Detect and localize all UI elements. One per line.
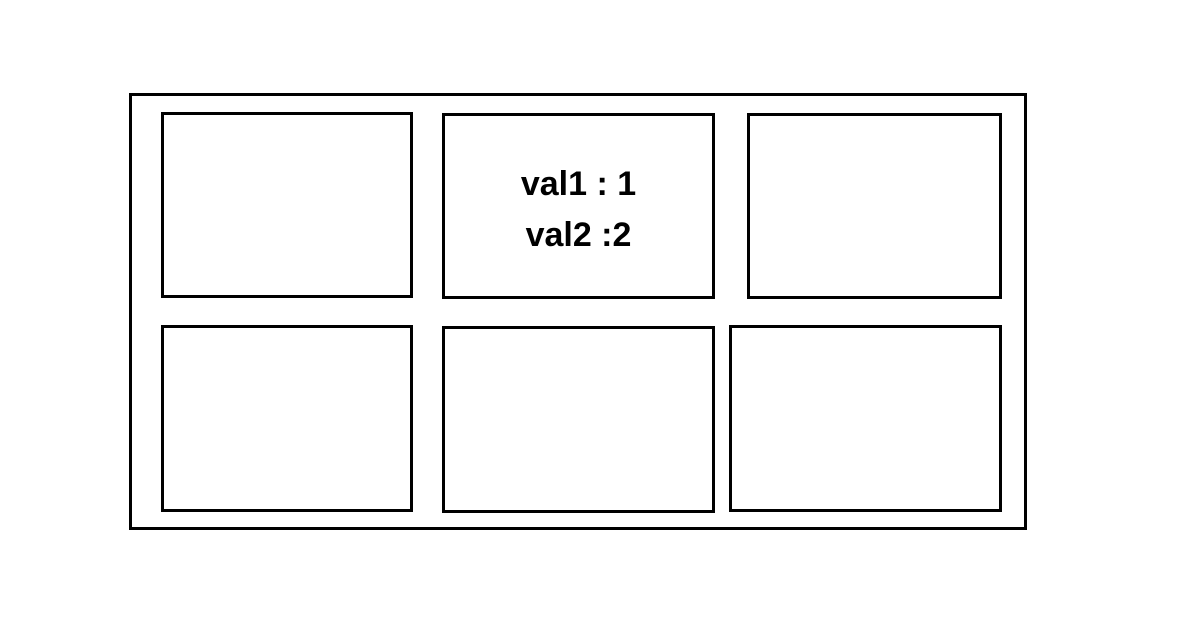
grid-cell-4 [161, 325, 413, 512]
grid-cell-1 [161, 112, 413, 298]
grid-cell-5 [442, 326, 715, 513]
grid-cell-6 [729, 325, 1002, 512]
cell-text-val2: val2 :2 [525, 216, 632, 254]
grid-cell-3 [747, 113, 1002, 299]
cell-text-val1: val1 : 1 [520, 165, 637, 203]
grid-cell-2: val1 : 1 val2 :2 [442, 113, 715, 299]
outer-frame [129, 93, 1027, 530]
